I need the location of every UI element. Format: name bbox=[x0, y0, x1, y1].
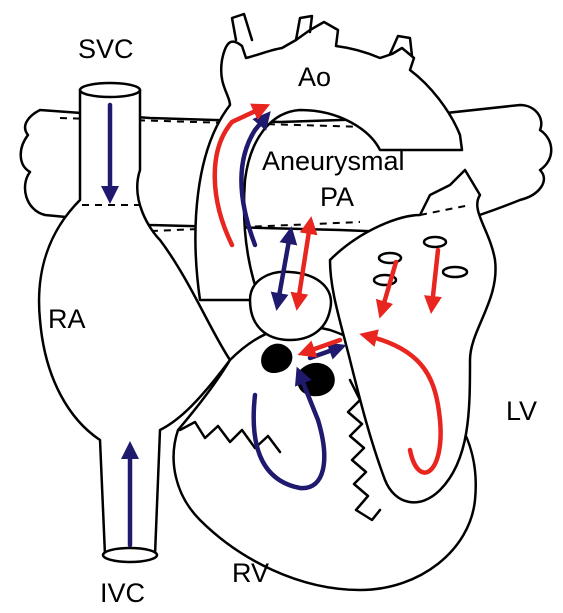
label-lv: LV bbox=[506, 396, 537, 426]
label-svc: SVC bbox=[78, 34, 134, 64]
label-ra: RA bbox=[48, 304, 86, 334]
svc-opening bbox=[80, 83, 140, 97]
aortic-branch-1 bbox=[232, 14, 252, 40]
label-pa: PA bbox=[320, 182, 354, 212]
label-rv: RV bbox=[232, 558, 269, 588]
label-aneurysmal: Aneurysmal bbox=[262, 146, 405, 176]
label-ao: Ao bbox=[298, 62, 331, 92]
pulmonary-outflow bbox=[250, 272, 331, 340]
ivc-opening bbox=[103, 548, 157, 562]
label-ivc: IVC bbox=[100, 578, 145, 608]
mitral-leaflet-4 bbox=[443, 267, 467, 277]
mitral-leaflet-2 bbox=[424, 237, 446, 247]
